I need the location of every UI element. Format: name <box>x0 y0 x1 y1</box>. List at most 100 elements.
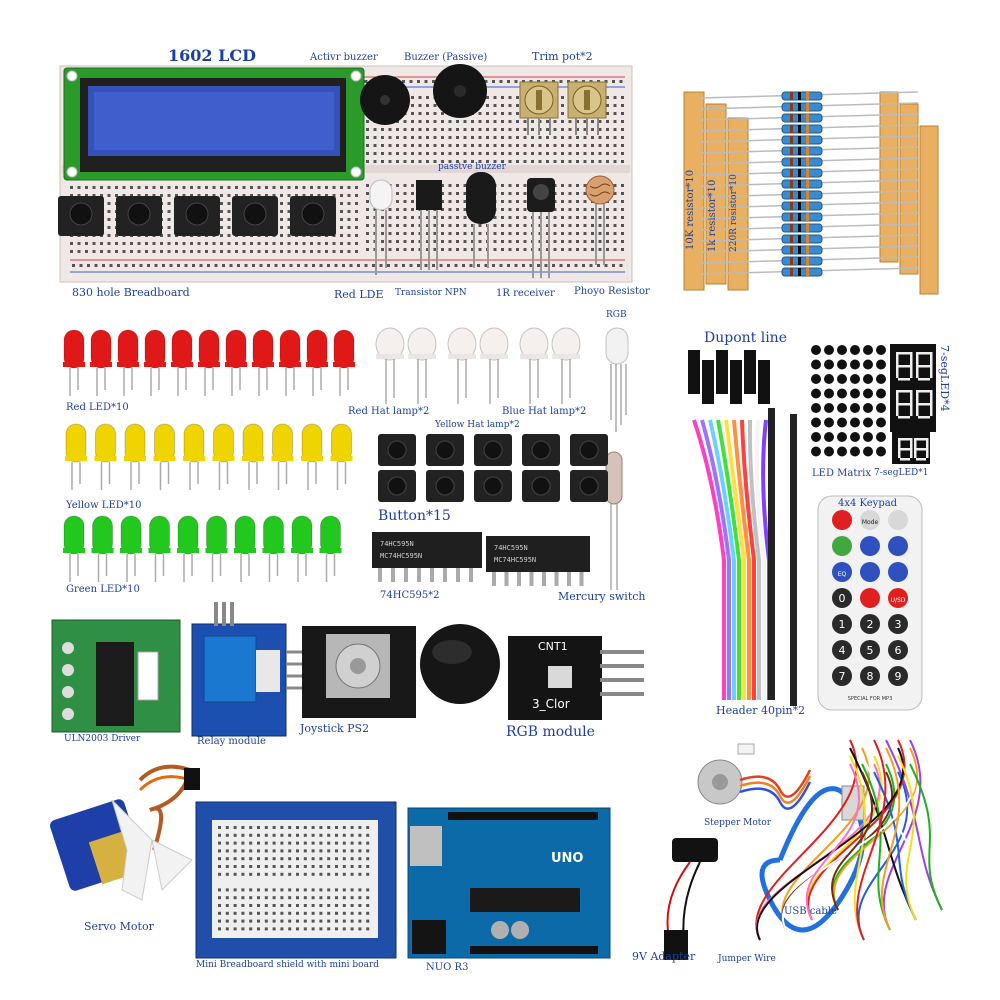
remote-key <box>860 510 880 530</box>
passive-buzzer <box>433 64 487 118</box>
led <box>306 329 328 369</box>
battery-9v-clip <box>664 838 718 960</box>
remote-key-label: 1 <box>839 618 846 631</box>
led <box>120 515 142 555</box>
remote-key-label: EQ <box>838 571 847 578</box>
remote-key-label: Mode <box>862 519 879 526</box>
label-breadboard: 830 hole Breadboard <box>72 286 190 299</box>
remote-key <box>860 588 880 608</box>
remote-key-label: 3 <box>895 618 902 631</box>
resistor <box>781 201 823 211</box>
jumper-wire <box>861 763 891 931</box>
ir-receiver <box>527 178 555 278</box>
rgb-module-cnt1: CNT1 <box>538 640 568 653</box>
resistor <box>781 124 823 134</box>
remote-key-label: 8 <box>867 670 874 683</box>
label-res-10k: 10K resistor*10 <box>685 169 696 250</box>
jumper-wire <box>831 771 874 911</box>
led <box>144 329 166 369</box>
jumper-wire <box>849 755 866 941</box>
led-matrix <box>806 340 886 464</box>
label-mini-bb: Mini Breadboard shield with mini board <box>196 960 380 970</box>
dupont-wire <box>716 419 741 700</box>
hat-lamp <box>551 327 581 361</box>
led <box>213 423 234 463</box>
label-blue-hat: Blue Hat lamp*2 <box>502 406 587 417</box>
led <box>171 329 193 369</box>
transistor-npn <box>416 180 442 270</box>
label-joystick: Joystick PS2 <box>300 722 370 735</box>
red-led-row <box>63 329 355 396</box>
arduino-nuo-r3 <box>407 807 611 959</box>
label-ir-receiver: 1R receiver <box>496 288 555 299</box>
led <box>252 329 274 369</box>
label-keypad: 4x4 Keypad <box>838 498 898 509</box>
resistor <box>781 245 823 255</box>
label-red-led: Red LED*10 <box>66 402 129 413</box>
resistor-bodies <box>699 91 919 277</box>
label-trim-pot: Trim pot*2 <box>532 50 593 63</box>
label-jumper: Jumper Wire <box>718 954 776 964</box>
joystick-cap <box>420 624 500 704</box>
led-matrix-dots <box>811 345 886 457</box>
remote-key <box>888 510 908 530</box>
dupont-wire <box>754 419 766 700</box>
jumper-wire <box>882 739 922 931</box>
resistor <box>781 168 823 178</box>
label-relay: Relay module <box>197 736 266 747</box>
jumper-wire <box>861 755 943 911</box>
label-rgb: RGB <box>606 310 627 320</box>
led <box>301 423 323 463</box>
label-adapter: 9V Adapter <box>632 950 696 963</box>
jumper-wire <box>805 763 860 921</box>
label-res-1k: 1k resistor*10 <box>707 179 718 252</box>
led <box>117 329 139 369</box>
led <box>272 423 293 463</box>
resistor <box>781 190 823 200</box>
svg-text:74HC595N: 74HC595N <box>494 544 528 552</box>
remote-key-label: 6 <box>895 644 902 657</box>
button-grid <box>378 434 608 502</box>
rgb-module-board <box>508 636 644 720</box>
resistor <box>781 157 823 167</box>
resistor <box>781 91 823 101</box>
resistor <box>781 223 823 233</box>
led <box>234 515 256 555</box>
remote-key-label: 7 <box>839 670 846 683</box>
led <box>63 515 85 555</box>
remote-key <box>888 614 908 634</box>
yellow-led-row <box>65 423 353 490</box>
rgb-module-clor: 3_Clor <box>532 697 570 711</box>
resistor <box>781 234 823 244</box>
led <box>320 515 341 555</box>
led <box>183 423 205 463</box>
remote-key <box>832 536 852 556</box>
resistor <box>781 256 823 266</box>
hat-lamp <box>519 327 549 361</box>
mini-breadboard-holes <box>218 826 370 931</box>
relay-module <box>191 602 287 737</box>
remote-key <box>832 666 852 686</box>
led <box>263 515 284 555</box>
label-red-hat: Red Hat lamp*2 <box>348 406 430 417</box>
remote-key-label: U/SD <box>891 597 906 604</box>
remote-key <box>888 666 908 686</box>
label-passive-buzzer: passtve buzzer <box>438 162 506 172</box>
dupont-wire <box>724 419 746 700</box>
led <box>95 423 116 463</box>
hat-lamp <box>375 327 405 361</box>
led <box>124 423 146 463</box>
led <box>90 329 112 369</box>
remote-key <box>832 614 852 634</box>
label-active-buzzer: Activr buzzer <box>310 52 378 63</box>
remote-key <box>888 640 908 660</box>
remote-footer: SPECIAL FOR MP3 <box>848 696 893 702</box>
trim-pot-1 <box>519 81 559 135</box>
uln2003-board <box>51 619 181 733</box>
remote-key-label: 2 <box>867 618 874 631</box>
ic-74hc595-1: 74HC595N MC74HC595N <box>372 532 482 568</box>
remote-key <box>832 588 852 608</box>
mercury-switch <box>605 451 623 590</box>
resistor <box>781 135 823 145</box>
label-transistor: Transistor NPN <box>395 288 467 298</box>
